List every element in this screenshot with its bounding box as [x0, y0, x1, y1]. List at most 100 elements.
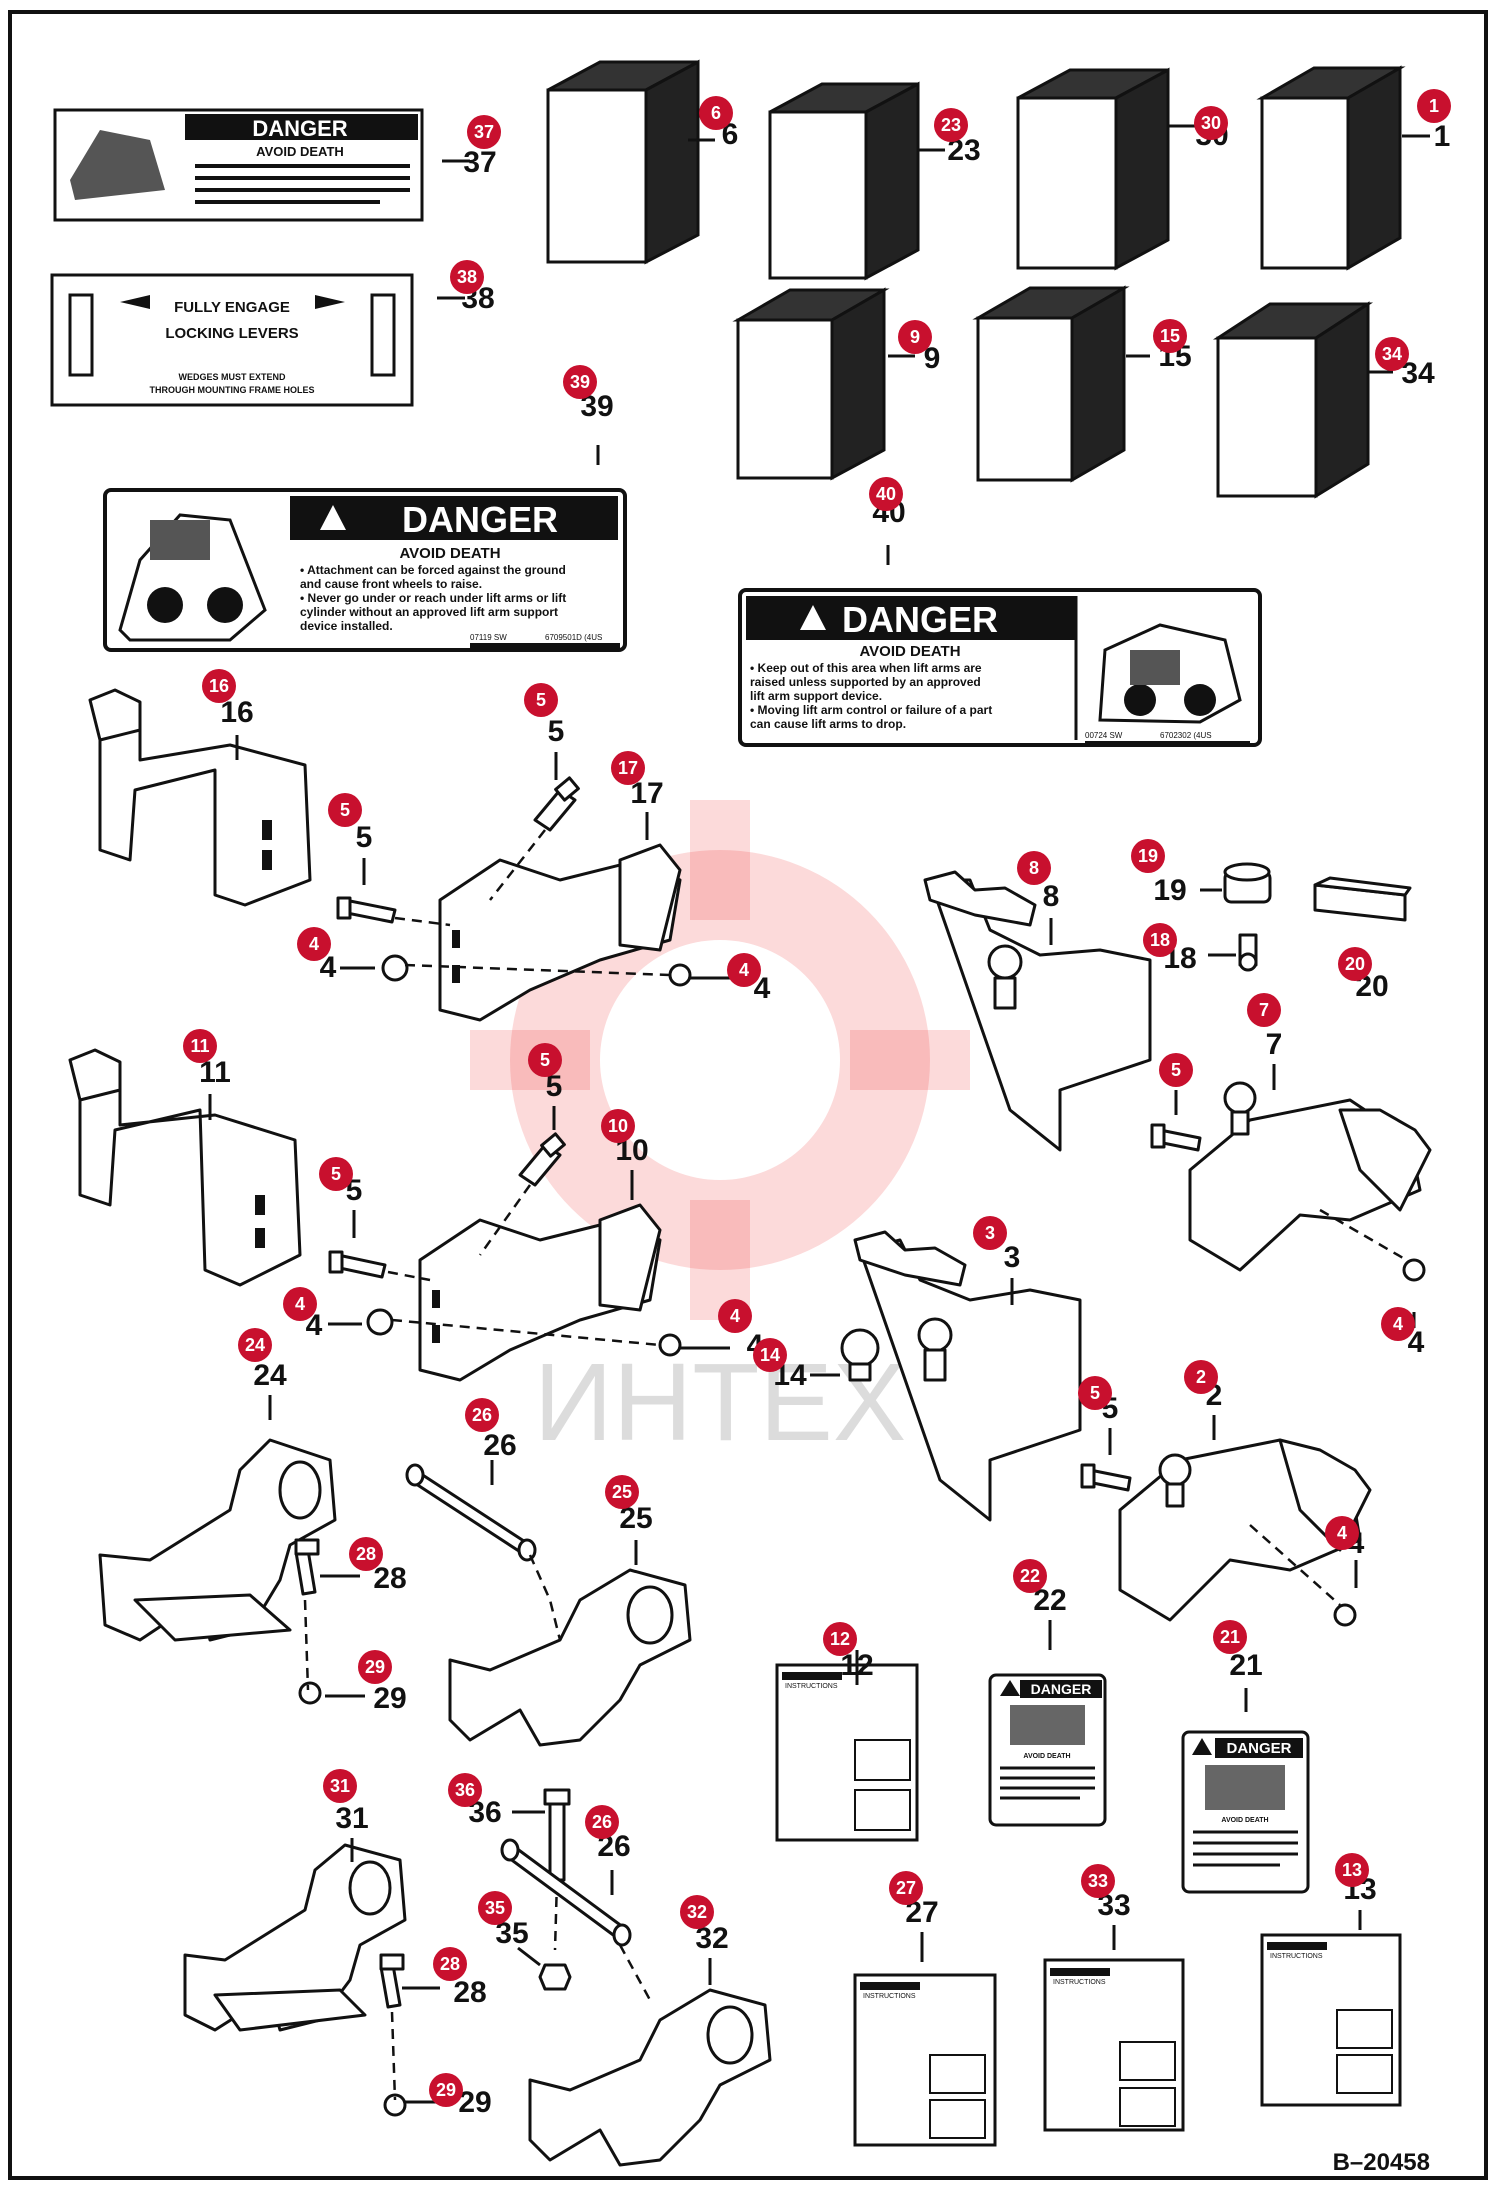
decal-37-title: DANGER: [252, 116, 347, 141]
part-number-label: 26: [483, 1429, 516, 1462]
callout-badge[interactable]: [283, 1287, 317, 1321]
callout-badge[interactable]: [429, 2073, 463, 2107]
callout-badge[interactable]: [898, 320, 932, 354]
bolt-5-right: [1150, 1123, 1202, 1152]
callout-badge[interactable]: [1325, 1516, 1359, 1550]
callout-badge[interactable]: [1338, 947, 1372, 981]
decal-40-line-3: lift arm support device.: [750, 689, 882, 703]
callout-5: 55: [1159, 1053, 1193, 1115]
callout-badge[interactable]: [611, 751, 645, 785]
decal-39-line-1: • Attachment can be forced against the g…: [300, 563, 566, 577]
callout-badge[interactable]: [433, 1947, 467, 1981]
callout-badge[interactable]: [1013, 1559, 1047, 1593]
callout-badge[interactable]: [1081, 1864, 1115, 1898]
callout-badge[interactable]: [869, 477, 903, 511]
callout-badge[interactable]: [973, 1216, 1007, 1250]
callout-badge[interactable]: [1131, 839, 1165, 873]
callout-badge-text: 28: [356, 1544, 376, 1564]
callout-badge-text: 28: [440, 1954, 460, 1974]
callout-badge[interactable]: [1381, 1307, 1415, 1341]
callout-badge[interactable]: [478, 1891, 512, 1925]
callout-badge[interactable]: [934, 108, 968, 142]
callout-badge[interactable]: [450, 260, 484, 294]
callout-badge[interactable]: [323, 1769, 357, 1803]
box-30: [1016, 67, 1170, 271]
callout-badge[interactable]: [467, 115, 501, 149]
callout-badge[interactable]: [1017, 851, 1051, 885]
part-number-label: 29: [458, 2086, 491, 2119]
part-number-label: 28: [373, 1562, 406, 1595]
callout-badge[interactable]: [358, 1650, 392, 1684]
dash-line: [303, 1599, 310, 1691]
callout-badge[interactable]: [563, 365, 597, 399]
dash-line: [478, 1184, 532, 1256]
callout-badge[interactable]: [585, 1805, 619, 1839]
callout-badge[interactable]: [1375, 337, 1409, 371]
nut-4-mid-left: [366, 1308, 394, 1336]
callout-badge[interactable]: [1335, 1853, 1369, 1887]
callout-badge[interactable]: [1078, 1376, 1112, 1410]
callout-badge[interactable]: [183, 1029, 217, 1063]
callout-badge[interactable]: [601, 1109, 635, 1143]
callout-badge[interactable]: [1159, 1053, 1193, 1087]
callout-badge[interactable]: [1213, 1620, 1247, 1654]
bolt-36: [543, 1788, 571, 1882]
callout-badge[interactable]: [1184, 1360, 1218, 1394]
callout-badge[interactable]: [727, 953, 761, 987]
callout-badge[interactable]: [699, 96, 733, 130]
callout-badge[interactable]: [718, 1299, 752, 1333]
callout-badge[interactable]: [202, 669, 236, 703]
decal-40-title: DANGER: [842, 599, 998, 640]
manual-33-title: INSTRUCTIONS: [1053, 1979, 1106, 1986]
callout-badge-text: 35: [485, 1898, 505, 1918]
callout-badge[interactable]: [753, 1338, 787, 1372]
callout-badge[interactable]: [528, 1043, 562, 1077]
callout-badge[interactable]: [1194, 106, 1228, 140]
part-number-label: 9: [924, 342, 941, 375]
callout-badge[interactable]: [1153, 319, 1187, 353]
callout-badge[interactable]: [328, 793, 362, 827]
box-23: [768, 81, 920, 281]
decal-39-title: DANGER: [402, 499, 558, 540]
decal-38-line3: WEDGES MUST EXTEND: [178, 372, 286, 382]
callout-badge-text: 4: [309, 934, 319, 954]
decal-39-line-2: and cause front wheels to raise.: [300, 577, 482, 591]
callout-badge[interactable]: [605, 1475, 639, 1509]
callout-badge[interactable]: [297, 927, 331, 961]
decal-40-line-1: • Keep out of this area when lift arms a…: [750, 661, 982, 675]
part-number-label: 37: [463, 146, 496, 179]
callout-4: 44: [1381, 1307, 1425, 1359]
callout-badge-text: 32: [687, 1902, 707, 1922]
callout-badge[interactable]: [889, 1871, 923, 1905]
callout-badge-text: 23: [941, 115, 961, 135]
callout-badge[interactable]: [680, 1895, 714, 1929]
callout-badge[interactable]: [1247, 993, 1281, 1027]
callout-layer: 3737662323303011383899151534343939404016…: [183, 89, 1451, 2119]
callout-badge-text: 24: [245, 1335, 265, 1355]
callout-badge-text: 29: [436, 2080, 456, 2100]
hitch-3: [853, 1230, 1082, 1522]
decal-39-subtitle: AVOID DEATH: [399, 545, 500, 562]
callout-badge[interactable]: [238, 1328, 272, 1362]
callout-badge[interactable]: [448, 1773, 482, 1807]
callout-badge[interactable]: [1143, 923, 1177, 957]
callout-badge[interactable]: [823, 1622, 857, 1656]
callout-badge[interactable]: [1417, 89, 1451, 123]
link-24: [98, 1438, 337, 1642]
decal-21-subtitle: AVOID DEATH: [1221, 1817, 1268, 1824]
part-number-label: 24: [253, 1359, 287, 1392]
part-number-label: 19: [1153, 874, 1186, 907]
diagram-code: B–20458: [1333, 2149, 1430, 2176]
callout-badge[interactable]: [465, 1398, 499, 1432]
ball-14: [840, 1328, 880, 1382]
callout-badge[interactable]: [349, 1537, 383, 1571]
callout-badge[interactable]: [319, 1157, 353, 1191]
callout-badge[interactable]: [524, 683, 558, 717]
decal-22-subtitle: AVOID DEATH: [1023, 1753, 1070, 1760]
